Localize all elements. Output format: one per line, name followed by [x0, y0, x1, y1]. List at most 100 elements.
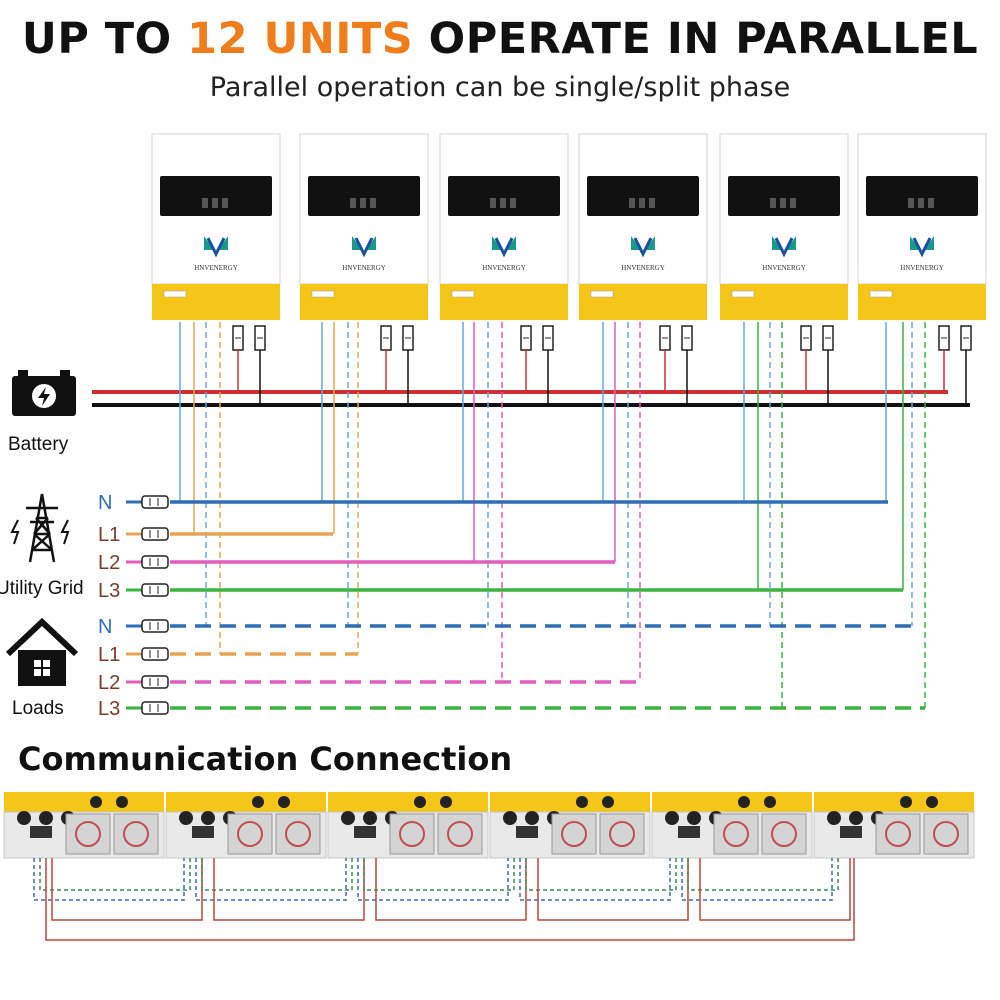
inverter-yellow-panel [858, 284, 986, 320]
logo-icon [494, 237, 514, 258]
terminal-block [141, 675, 169, 689]
house-icon [5, 617, 79, 686]
fan-grille [713, 813, 759, 855]
page-subtitle: Parallel operation can be single/split p… [209, 72, 791, 103]
cable-gland [665, 811, 679, 825]
warning-sticker [731, 290, 755, 298]
cable-gland [17, 811, 31, 825]
inverter-bottom-panel [813, 792, 975, 859]
logo-icon [633, 237, 653, 258]
terminal-block [141, 701, 169, 715]
comm-cable-red [51, 858, 203, 921]
panel-yellow-top [4, 792, 164, 812]
inverter-brand-label: HNVENERGY [194, 264, 238, 272]
cable-gland [849, 811, 863, 825]
comm-port [30, 826, 52, 838]
inverter-bottom-panel [3, 792, 165, 859]
warning-sticker [869, 290, 893, 298]
comm-cable-green [201, 858, 353, 891]
cable-gland [503, 811, 517, 825]
inverter-display [587, 176, 699, 216]
comm-port [516, 826, 538, 838]
title-accent: 12 UNITS [187, 14, 414, 64]
load-line-label-n: N [98, 616, 112, 638]
inverter-brand-label: HNVENERGY [762, 264, 806, 272]
load-line-label-l2: L2 [98, 672, 120, 694]
grid-line-label-l3: L3 [98, 580, 120, 602]
fan-icon [933, 821, 959, 847]
terminal-screw [278, 796, 290, 808]
terminal-block [141, 647, 169, 661]
cable-gland [179, 811, 193, 825]
terminal-screw [90, 796, 102, 808]
inverter-button [649, 198, 655, 208]
terminal-screw [602, 796, 614, 808]
fan-icon [75, 821, 101, 847]
fan-grille [113, 813, 159, 855]
terminal-block [141, 527, 169, 541]
inverter-button [490, 198, 496, 208]
inverter-display [448, 176, 560, 216]
comm-cable-blue [519, 858, 671, 901]
fan-grille [65, 813, 111, 855]
inverter-unit: HNVENERGY [151, 133, 281, 351]
inverter-unit: HNVENERGY [439, 133, 569, 351]
comm-cable-loop [45, 858, 855, 941]
comm-cable-blue [357, 858, 509, 901]
fan-icon [885, 821, 911, 847]
comm-port [840, 826, 862, 838]
comm-cable-blue [195, 858, 347, 901]
inverter-button [350, 198, 356, 208]
comm-port [192, 826, 214, 838]
load-line-label-l1: L1 [98, 644, 120, 666]
inverter-button [212, 198, 218, 208]
terminal-block [141, 495, 169, 509]
cable-gland [201, 811, 215, 825]
comm-cable-green [39, 858, 191, 891]
battery-icon [12, 370, 76, 416]
battery-label: Battery [8, 434, 69, 455]
cable-gland [827, 811, 841, 825]
inverter-unit: HNVENERGY [299, 133, 429, 351]
logo-icon [206, 237, 226, 258]
warning-sticker [451, 290, 475, 298]
inverter-yellow-panel [152, 284, 280, 320]
inverter-button [918, 198, 924, 208]
fan-grille [551, 813, 597, 855]
inverter-button [639, 198, 645, 208]
fan-grille [437, 813, 483, 855]
inverter-bottom-panel [327, 792, 489, 859]
fan-icon [399, 821, 425, 847]
fan-grille [761, 813, 807, 855]
inverter-button [770, 198, 776, 208]
fan-grille [923, 813, 969, 855]
fan-grille [875, 813, 921, 855]
fan-icon [285, 821, 311, 847]
terminal-block [141, 619, 169, 633]
inverter-display [160, 176, 272, 216]
fan-grille [227, 813, 273, 855]
comm-cable-green [363, 858, 515, 891]
terminal-screw [252, 796, 264, 808]
terminal-screw [738, 796, 750, 808]
cable-gland [687, 811, 701, 825]
cable-gland [363, 811, 377, 825]
cable-gland [525, 811, 539, 825]
inverter-button [790, 198, 796, 208]
panel-yellow-top [814, 792, 974, 812]
grid-line-label-n: N [98, 492, 112, 514]
terminal-block [141, 583, 169, 597]
grid-line-label-l1: L1 [98, 524, 120, 546]
inverter-button [222, 198, 228, 208]
inverter-button [780, 198, 786, 208]
logo-icon [912, 237, 932, 258]
inverter-button [202, 198, 208, 208]
cable-gland [341, 811, 355, 825]
fan-icon [447, 821, 473, 847]
comm-cable-red [375, 858, 527, 921]
inverter-unit: HNVENERGY [578, 133, 708, 351]
terminal-screw [116, 796, 128, 808]
comm-cable-green [525, 858, 677, 891]
inverter-button [510, 198, 516, 208]
